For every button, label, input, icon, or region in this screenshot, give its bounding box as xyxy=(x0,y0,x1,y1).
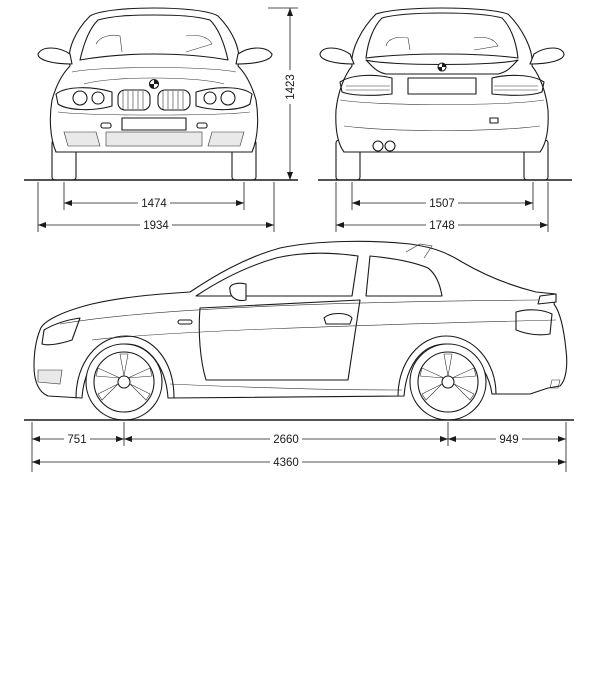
rear-track-dimension: 1507 xyxy=(351,182,534,210)
side-mirror xyxy=(229,282,247,302)
front-lower-grille xyxy=(105,131,203,147)
rear-wheel-arch xyxy=(397,335,497,397)
front-seats xyxy=(95,34,213,53)
front-left-headlight xyxy=(55,87,113,111)
front-view xyxy=(37,7,273,181)
front-hood-lines xyxy=(71,67,237,85)
rear-body-outline xyxy=(335,7,549,153)
side-indicator xyxy=(177,319,193,325)
bmw-roundel-icon xyxy=(437,62,447,72)
front-width-label: 1934 xyxy=(143,220,169,232)
front-windshield xyxy=(79,14,229,61)
side-spoiler xyxy=(405,243,433,259)
wheelbase-label: 2660 xyxy=(273,434,299,446)
wheelbase-dimension: 2660 xyxy=(124,422,449,446)
rear-window xyxy=(365,12,519,59)
door-handle xyxy=(323,312,353,325)
rear-overhang-label: 949 xyxy=(499,434,518,446)
side-taillight xyxy=(515,309,553,336)
side-exhaust xyxy=(549,379,561,389)
front-right-air-intake xyxy=(207,131,245,147)
overall-length-dimension: 4360 xyxy=(32,455,566,469)
front-track-label: 1474 xyxy=(141,198,167,210)
side-headlight xyxy=(41,317,81,346)
side-front-window xyxy=(195,252,359,297)
rear-reflector xyxy=(489,117,499,124)
height-dimension: 1423 xyxy=(268,7,298,180)
height-label: 1423 xyxy=(285,74,297,100)
bmw-roundel-icon xyxy=(148,78,160,90)
front-left-air-intake xyxy=(63,131,101,147)
front-wheel xyxy=(85,343,163,421)
rear-license-plate xyxy=(407,77,477,95)
side-view xyxy=(33,240,568,421)
rear-width-dimension: 1748 xyxy=(335,182,549,232)
rear-width-label: 1748 xyxy=(429,220,455,232)
rear-left-taillight xyxy=(339,74,393,96)
front-left-mirror xyxy=(37,47,73,65)
side-character-lines xyxy=(59,299,557,391)
rear-right-mirror xyxy=(529,47,565,65)
overall-length-label: 4360 xyxy=(273,457,299,469)
side-front-air-intake xyxy=(37,369,63,385)
front-wheel-arch xyxy=(75,335,175,399)
front-track-dimension: 1474 xyxy=(63,182,245,210)
front-right-mirror xyxy=(235,47,273,65)
rear-wheel xyxy=(409,343,487,421)
front-license-plate xyxy=(121,117,187,131)
rear-track-label: 1507 xyxy=(429,198,455,210)
front-kidney-grille xyxy=(117,89,191,111)
front-overhang-dimension: 751 xyxy=(31,422,125,472)
front-width-dimension: 1934 xyxy=(37,182,275,232)
rear-right-taillight xyxy=(491,74,545,96)
rear-trunk-lid xyxy=(365,59,519,75)
front-overhang-label: 751 xyxy=(67,434,86,446)
side-rear-window xyxy=(365,255,443,297)
rear-seats xyxy=(385,36,499,51)
front-right-headlight xyxy=(195,87,253,111)
side-rear-spoiler xyxy=(537,293,557,305)
rear-left-mirror xyxy=(319,47,355,65)
rear-view xyxy=(319,7,565,181)
rear-overhang-dimension: 949 xyxy=(448,422,567,472)
side-door xyxy=(198,299,361,381)
exhaust-pipes xyxy=(372,140,396,152)
